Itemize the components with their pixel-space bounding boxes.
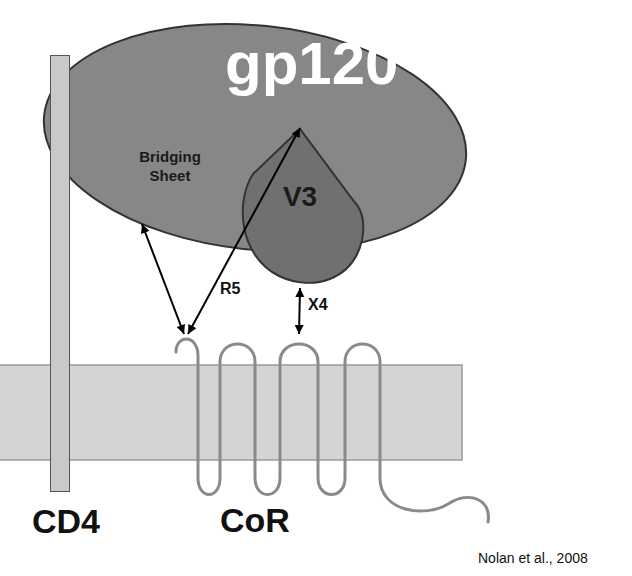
- text-holder: CoR: [220, 502, 290, 539]
- text-holder: gp120: [225, 34, 398, 94]
- serpentine-outline: [160, 334, 500, 554]
- coreceptor-name: CoR: [220, 502, 290, 539]
- loop-shape: [243, 129, 364, 283]
- text-holder: V3: [270, 183, 330, 211]
- text-holder: Nolan et al., 2008: [478, 550, 588, 567]
- coreceptor-serpentine: CoR: [160, 334, 500, 554]
- binding-arrow: [299, 288, 300, 334]
- glycoprotein-ellipse: gp120Bridging SheetV3: [40, 20, 470, 255]
- text-holder: X4: [306, 296, 330, 314]
- citation-note: Nolan et al., 2008: [478, 550, 588, 567]
- receptor-name: CD4: [32, 503, 100, 540]
- protein-name: gp120: [225, 34, 398, 94]
- edge-label: X4: [306, 296, 330, 314]
- text-holder: CD4: [32, 503, 100, 540]
- region-name: Bridging Sheet: [120, 148, 220, 186]
- binding-arrow: [142, 224, 184, 334]
- receptor-bar: CD4: [30, 55, 120, 550]
- loop-region: V3: [235, 128, 365, 288]
- text-holder: Bridging Sheet: [120, 148, 220, 186]
- transmembrane-chain: [176, 339, 488, 522]
- text-holder: R5: [218, 280, 242, 298]
- edge-label: R5: [218, 280, 242, 298]
- receptor-stalk: [50, 55, 70, 492]
- loop-name: V3: [270, 183, 330, 211]
